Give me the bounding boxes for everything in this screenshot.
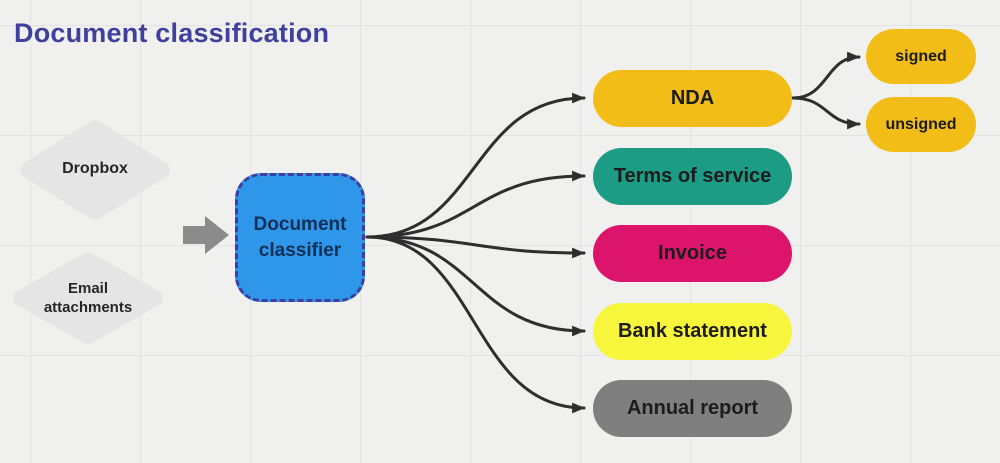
- classifier-label-line1: Document: [253, 213, 347, 235]
- category-node-terms-of-service: Terms of service: [593, 148, 792, 205]
- terms-of-service-label: Terms of service: [613, 165, 772, 187]
- category-node-nda: NDA: [593, 70, 792, 127]
- subcategory-node-unsigned: unsigned: [866, 97, 976, 152]
- edge-nda-to-signed: [791, 51, 861, 100]
- edge-classifier-to-invoice: [365, 235, 586, 259]
- category-node-annual-report: Annual report: [593, 380, 792, 437]
- document-classifier-node: Document classifier: [235, 173, 365, 302]
- page-title: Document classification: [14, 18, 330, 48]
- edge-nda-to-unsigned: [791, 96, 861, 130]
- annual-report-label: Annual report: [626, 397, 759, 419]
- source-node-dropbox: Dropbox: [20, 160, 170, 178]
- category-node-invoice: Invoice: [593, 225, 792, 282]
- bank-statement-label: Bank statement: [618, 320, 767, 342]
- nda-label: NDA: [670, 87, 715, 109]
- dropbox-label: Dropbox: [62, 160, 128, 177]
- signed-label: signed: [895, 47, 947, 65]
- edge-classifier-to-nda: [365, 92, 586, 239]
- email-attachments-diamond-shape: [13, 252, 163, 344]
- unsigned-label: unsigned: [885, 115, 957, 133]
- invoice-label: Invoice: [658, 242, 727, 264]
- category-node-bank-statement: Bank statement: [593, 303, 792, 360]
- edge-classifier-to-terms: [365, 170, 586, 239]
- dropbox-diamond-shape: [20, 120, 170, 220]
- edge-classifier-to-bank: [365, 235, 586, 337]
- source-node-email-attachments: Email attachments: [13, 279, 163, 317]
- email-label-line1: Email: [67, 280, 109, 297]
- email-label-line2: attachments: [43, 299, 133, 316]
- flow-arrow-icon: [183, 216, 229, 254]
- classifier-label-line2: classifier: [258, 239, 342, 261]
- subcategory-node-signed: signed: [866, 29, 976, 84]
- edge-classifier-to-annual: [365, 235, 586, 414]
